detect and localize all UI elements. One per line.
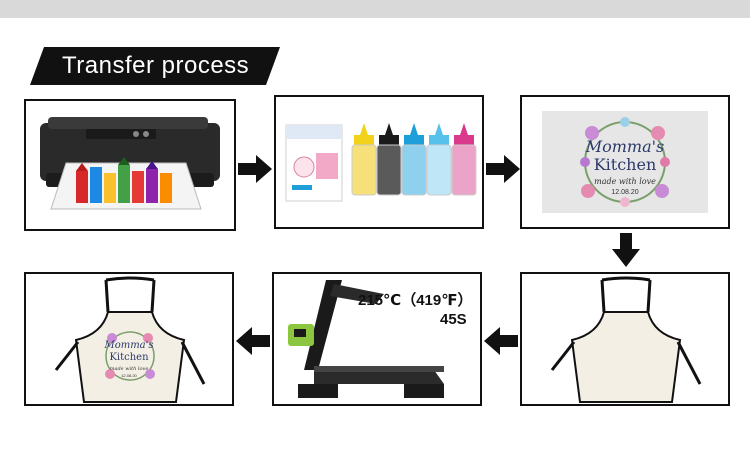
- heat-press-time: 45S: [440, 311, 467, 328]
- title-banner: Transfer process: [30, 47, 280, 85]
- apron-kitchen: Kitchen: [109, 352, 149, 363]
- arrow-left-icon: [484, 327, 518, 355]
- heat-press-temperature: 215℃（419℉）: [358, 292, 473, 309]
- step-heat-press-box: 215℃（419℉） 45S: [272, 272, 482, 406]
- step-blank-apron-box: [520, 272, 730, 406]
- ink-bottle-cyan: [401, 123, 427, 196]
- apron-made-with-love: made with love: [109, 366, 149, 372]
- blank-apron-icon: [550, 276, 702, 403]
- apron-momma: Momma's: [104, 340, 154, 351]
- printer-icon: [40, 117, 220, 210]
- ink-bottle-magenta: [451, 123, 477, 196]
- top-bar: [0, 0, 750, 18]
- step-printed-transfer-box: Momma's Kitchen made with love 12.08.20: [520, 95, 730, 229]
- apron-date: 12.08.20: [121, 373, 137, 378]
- arrow-right-icon: [238, 155, 272, 183]
- arrow-down-icon: [612, 233, 640, 267]
- finished-apron-icon: [54, 276, 206, 403]
- page-title: Transfer process: [62, 52, 250, 79]
- ink-bottle-light-cyan: [426, 123, 452, 196]
- printed-transfer-sheet: Momma's Kitchen made with love 12.08.20: [542, 111, 708, 213]
- arrow-right-icon: [486, 155, 520, 183]
- card-kitchen: Kitchen: [593, 155, 657, 174]
- arrow-left-icon: [236, 327, 270, 355]
- card-momma: Momma's: [585, 137, 665, 156]
- step-paper-ink-box: [274, 95, 484, 229]
- paper-and-ink-icon: [285, 123, 477, 202]
- floral-wreath-icon: [580, 117, 670, 207]
- card-date: 12.08.20: [611, 189, 639, 196]
- ink-bottle-yellow: [351, 123, 377, 196]
- ink-bottle-black: [376, 123, 402, 196]
- step-printer-box: [24, 99, 236, 231]
- step-finished-apron-box: Momma's Kitchen made with love 12.08.20: [24, 272, 234, 406]
- card-made-with-love: made with love: [594, 177, 656, 186]
- heat-press-icon: [288, 280, 444, 398]
